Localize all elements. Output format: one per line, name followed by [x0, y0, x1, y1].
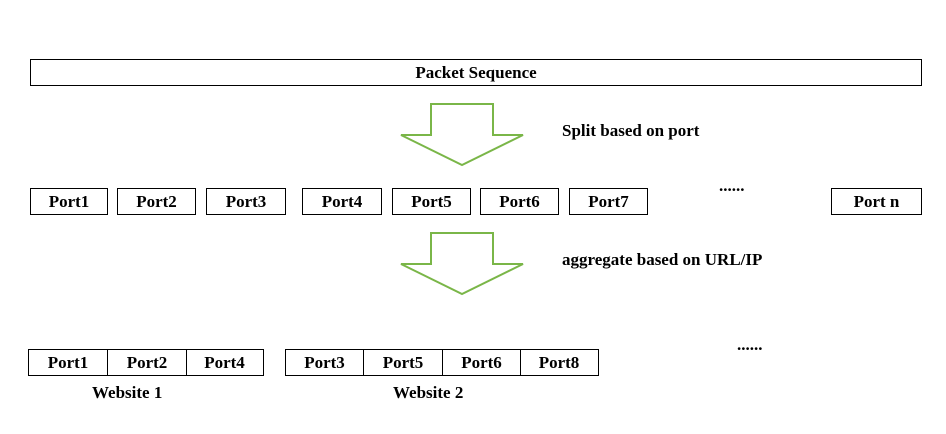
port-label: Port6	[499, 191, 540, 211]
port-box-3: Port3	[206, 188, 286, 215]
website-port-cell: Port3	[286, 350, 364, 375]
port-label: Port2	[136, 191, 177, 211]
port-box-2: Port2	[117, 188, 196, 215]
website-port-cell: Port4	[204, 352, 245, 372]
website-name-1: Website 1	[92, 383, 163, 402]
website-port-cell: Port2	[108, 350, 187, 375]
port-box-n: Port n	[831, 188, 922, 215]
aggregate-arrow-icon	[400, 232, 524, 296]
aggregate-label: aggregate based on URL/IP	[562, 250, 763, 269]
port-box-6: Port6	[480, 188, 559, 215]
website-port-cell: Port1	[29, 350, 108, 375]
packet-sequence-label: Packet Sequence	[415, 62, 537, 82]
port-label: Port n	[853, 191, 900, 211]
website-group-2: Port3 Port5 Port6 Port8	[285, 349, 599, 376]
port-label: Port1	[48, 191, 90, 211]
port-box-1: Port1	[30, 188, 108, 215]
port-label: Port7	[588, 191, 629, 211]
website-port-cell: Port8	[538, 352, 580, 372]
split-label: Split based on port	[562, 121, 700, 140]
port-label: Port4	[321, 191, 363, 211]
port-label: Port3	[225, 191, 267, 211]
website-port-cell: Port6	[443, 350, 521, 375]
packet-sequence-box: Packet Sequence	[30, 59, 922, 86]
website-port-cell: Port5	[364, 350, 443, 375]
port-box-5: Port5	[392, 188, 471, 215]
website-group-1: Port1 Port2 Port4	[28, 349, 264, 376]
split-arrow-icon	[400, 103, 524, 167]
port-box-7: Port7	[569, 188, 648, 215]
port-box-4: Port4	[302, 188, 382, 215]
websites-ellipsis: ......	[737, 335, 763, 354]
ports-ellipsis: ......	[719, 176, 745, 195]
port-label: Port5	[411, 191, 452, 211]
website-name-2: Website 2	[393, 383, 464, 402]
